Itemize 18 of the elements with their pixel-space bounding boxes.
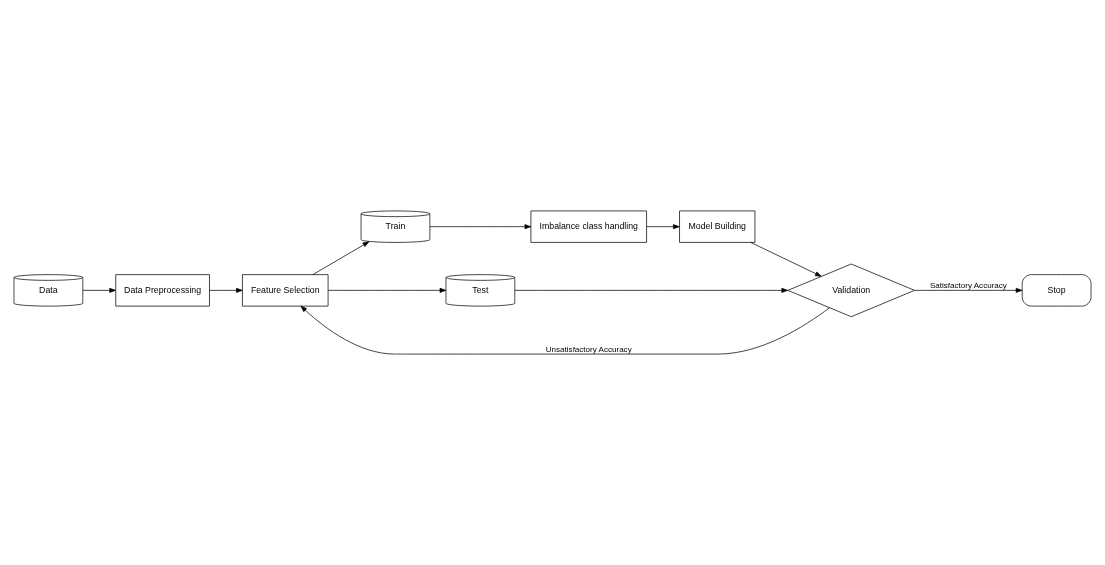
arrow — [82, 287, 116, 293]
node-diamond: Validation — [787, 263, 915, 318]
edge-label: Satisfactory Accuracy — [929, 281, 1007, 291]
node-box: Imbalance class handling — [530, 210, 647, 243]
edge-label: Unsatisfactory Accuracy — [545, 344, 632, 354]
arrow — [209, 287, 243, 293]
node-box: Feature Selection — [242, 274, 329, 307]
arrow — [750, 242, 822, 277]
arrow — [429, 224, 532, 230]
arrow — [312, 241, 370, 275]
node-box: Data Preprocessing — [115, 274, 210, 307]
node-box: Stop — [1021, 274, 1092, 307]
arrow — [646, 224, 680, 230]
arrow — [914, 287, 1023, 293]
arrow — [300, 305, 830, 355]
arrow — [514, 287, 788, 293]
node-box: Model Building — [679, 210, 756, 243]
arrow — [327, 287, 447, 293]
